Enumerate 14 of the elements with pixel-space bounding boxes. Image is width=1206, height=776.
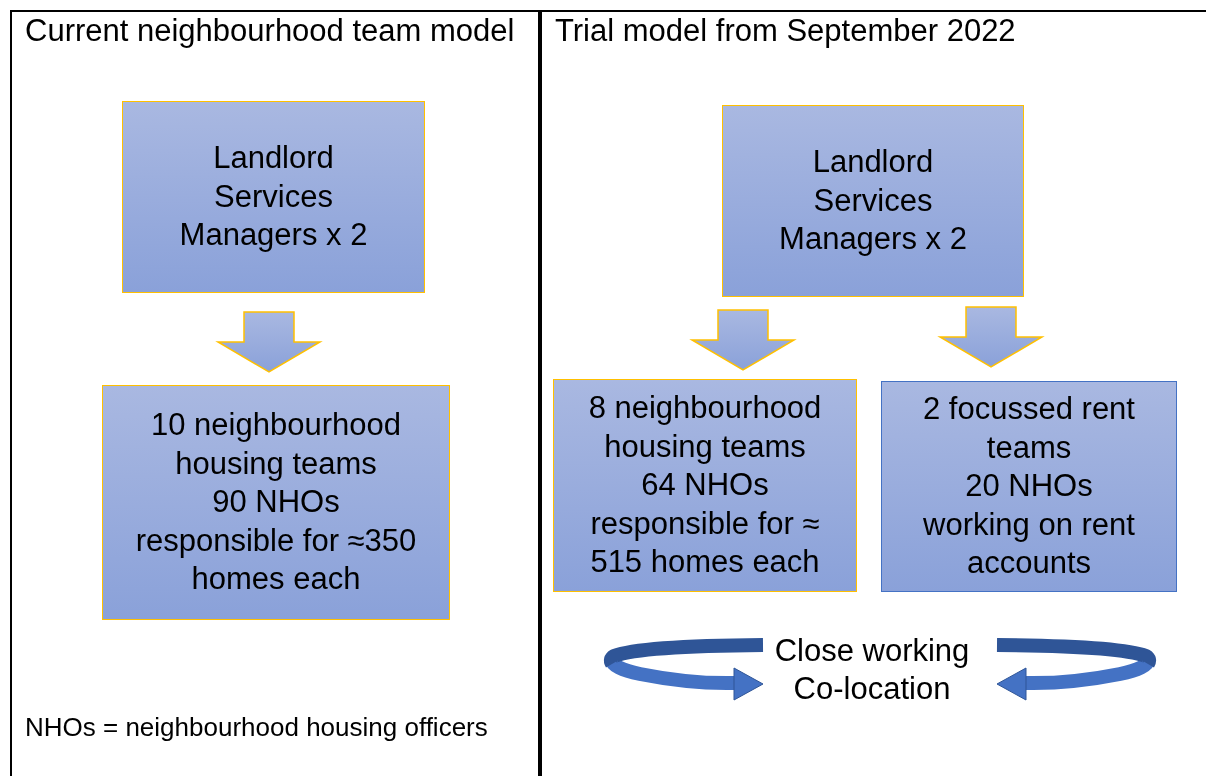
- node-label: Close working Co-location: [752, 632, 992, 708]
- footnote: NHOs = neighbourhood housing officers: [25, 712, 488, 743]
- panel-heading: Current neighbourhood team model: [25, 12, 516, 49]
- table-cell: [10, 10, 540, 776]
- process-box: 2 focussed rent teams 20 NHOs working on rent accounts: [881, 381, 1177, 592]
- process-box: Landlord Services Managers x 2: [122, 101, 425, 293]
- process-box: 10 neighbourhood housing teams 90 NHOs responsible for ≈350 homes each: [102, 385, 450, 620]
- block-arrow: [215, 311, 323, 373]
- block-arrow: [689, 309, 797, 371]
- table-cell: [540, 10, 1206, 776]
- panel-heading: Trial model from September 2022: [555, 12, 1017, 49]
- process-box: 8 neighbourhood housing teams 64 NHOs responsible for ≈ 515 homes each: [553, 379, 857, 592]
- block-arrow: [937, 306, 1045, 368]
- process-box: Landlord Services Managers x 2: [722, 105, 1024, 297]
